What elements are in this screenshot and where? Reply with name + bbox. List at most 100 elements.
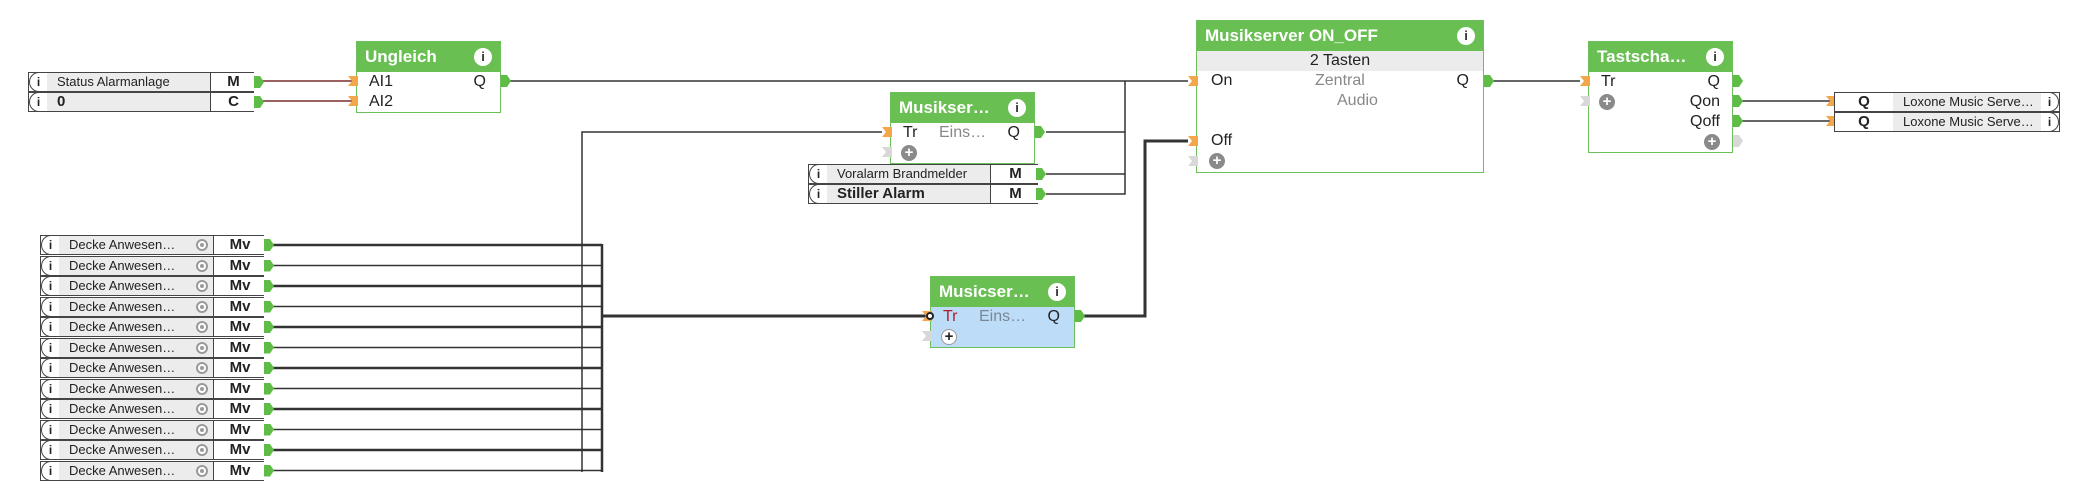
- output-connector[interactable]: [264, 423, 274, 436]
- info-icon[interactable]: i: [41, 276, 59, 296]
- output-connector[interactable]: [264, 464, 274, 477]
- input-connector[interactable]: [1826, 96, 1836, 106]
- input-connector-empty[interactable]: [1188, 156, 1198, 166]
- output-connector[interactable]: [264, 362, 274, 374]
- input-label-ai1: AI1: [369, 73, 394, 90]
- input-connector-tr[interactable]: [882, 127, 892, 137]
- wire-voralarm-bus[interactable]: [1046, 132, 1126, 175]
- output-connector-empty[interactable]: [1733, 135, 1743, 147]
- output-connector[interactable]: [264, 341, 274, 354]
- tag-type: Q: [1835, 113, 1894, 131]
- input-connector-ai1[interactable]: [348, 76, 358, 86]
- info-icon[interactable]: i: [41, 378, 59, 399]
- wire-stiller-bus[interactable]: [1046, 174, 1126, 195]
- input-connector-off[interactable]: [1188, 136, 1198, 146]
- output-connector[interactable]: [264, 280, 274, 292]
- output-connector-q[interactable]: [1484, 75, 1494, 87]
- info-icon[interactable]: i: [41, 440, 59, 460]
- info-icon[interactable]: i: [41, 296, 59, 317]
- memory-tag-stiller-alarm[interactable]: i Stiller Alarm M: [808, 184, 1040, 204]
- output-connector[interactable]: [254, 96, 264, 108]
- output-connector[interactable]: [264, 259, 274, 272]
- output-connector-q[interactable]: [501, 75, 511, 87]
- info-icon[interactable]: i: [41, 399, 59, 419]
- add-input-icon[interactable]: +: [1209, 153, 1225, 169]
- block-musikser[interactable]: Musikser…i Tr Eins… Q +: [890, 92, 1035, 164]
- info-icon[interactable]: i: [1457, 27, 1475, 45]
- add-input-icon[interactable]: +: [1599, 94, 1615, 110]
- output-connector[interactable]: [264, 382, 274, 395]
- tag-name: Status Alarmanlage: [47, 73, 220, 91]
- add-input-icon[interactable]: +: [901, 145, 917, 161]
- output-connector-qoff[interactable]: [1733, 115, 1743, 127]
- wire-musicser-off[interactable]: [1078, 139, 1188, 318]
- block-musicser-selected[interactable]: Musicser…i Tr Eins… Q +: [930, 276, 1075, 348]
- info-icon[interactable]: i: [2041, 92, 2059, 112]
- output-tag-loxone-music-server-1[interactable]: Q Loxone Music Serve… i: [1834, 92, 2060, 112]
- info-icon[interactable]: i: [1706, 48, 1724, 66]
- input-connector-ai2[interactable]: [348, 96, 358, 106]
- input-connector-empty[interactable]: [1580, 96, 1590, 106]
- input-connector-tr[interactable]: [1580, 76, 1590, 86]
- info-icon[interactable]: i: [809, 164, 827, 184]
- output-connector[interactable]: [254, 76, 264, 88]
- output-connector[interactable]: [264, 300, 274, 313]
- add-output-icon[interactable]: +: [1704, 134, 1720, 150]
- memory-tag-status-alarmanlage[interactable]: i Status Alarmanlage M: [28, 72, 256, 92]
- tag-name: Decke Anwesen…: [59, 256, 219, 275]
- memory-tag-voralarm-brandmelder[interactable]: i Voralarm Brandmelder M: [808, 164, 1040, 184]
- input-connector-on[interactable]: [1188, 76, 1198, 86]
- info-icon[interactable]: i: [809, 184, 827, 204]
- add-input-icon[interactable]: +: [941, 329, 957, 345]
- output-connector-q[interactable]: [1733, 75, 1743, 87]
- output-connector[interactable]: [264, 403, 274, 415]
- output-connector[interactable]: [1036, 188, 1046, 200]
- constant-tag-zero[interactable]: i 0 C: [28, 92, 256, 112]
- tag-name: Loxone Music Serve…: [1893, 93, 2053, 111]
- output-tag-loxone-music-server-2[interactable]: Q Loxone Music Serve… i: [1834, 112, 2060, 132]
- info-icon[interactable]: i: [41, 337, 59, 358]
- output-connector[interactable]: [264, 321, 274, 333]
- input-connector-empty[interactable]: [922, 331, 932, 341]
- wire-musikser-bus[interactable]: [1046, 81, 1126, 133]
- info-icon[interactable]: i: [29, 72, 47, 92]
- info-icon[interactable]: i: [41, 358, 59, 378]
- output-connector[interactable]: [264, 239, 274, 251]
- info-icon[interactable]: i: [41, 317, 59, 337]
- info-icon[interactable]: i: [1008, 99, 1026, 117]
- input-connector[interactable]: [1826, 116, 1836, 126]
- output-connector-q[interactable]: [1075, 310, 1085, 322]
- wire-presence-musikser-tr[interactable]: [581, 131, 882, 472]
- info-icon[interactable]: i: [29, 92, 47, 112]
- info-icon[interactable]: i: [41, 235, 59, 255]
- output-connector[interactable]: [264, 444, 274, 456]
- info-icon[interactable]: i: [2041, 112, 2059, 132]
- output-connector-q[interactable]: [1035, 126, 1045, 138]
- tag-type: Mv: [213, 338, 266, 357]
- block-tastschalter[interactable]: Tastscha…i Tr + Q Qon Qoff +: [1588, 41, 1733, 153]
- info-icon[interactable]: i: [41, 460, 59, 481]
- input-connector-empty[interactable]: [882, 147, 892, 157]
- output-connector-qon[interactable]: [1733, 95, 1743, 107]
- info-icon[interactable]: i: [1048, 283, 1066, 301]
- center-label-line1: Zentral: [1315, 72, 1365, 89]
- info-icon[interactable]: i: [41, 255, 59, 276]
- analog-value-icon: [196, 403, 208, 415]
- info-icon[interactable]: i: [474, 48, 492, 66]
- info-icon[interactable]: i: [41, 419, 59, 440]
- output-connector[interactable]: [1036, 168, 1046, 180]
